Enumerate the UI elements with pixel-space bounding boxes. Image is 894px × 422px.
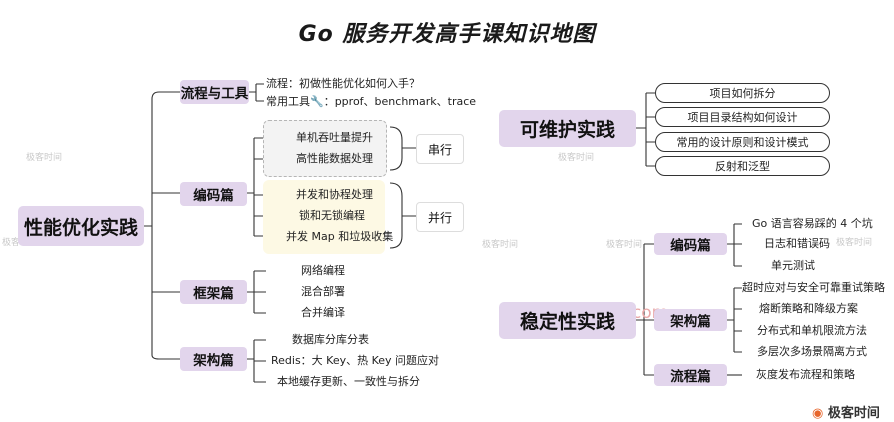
- connector-stable-root: [636, 243, 654, 376]
- watermark: 极客时间: [606, 240, 643, 250]
- watermark: 极客时间: [558, 153, 595, 163]
- leaf-stable-circuit: 熔断策略和降级方案: [759, 302, 858, 315]
- leaf-coding-concurrency: 并发和协程处理: [296, 188, 373, 201]
- connector-framework: [247, 270, 266, 314]
- branch-framework: 框架篇: [180, 280, 247, 304]
- leaf-coding-data: 高性能数据处理: [296, 152, 373, 165]
- leaf-tools-common: 常用工具🔧：pprof、benchmark、trace: [266, 95, 477, 108]
- leaf-framework-deploy: 混合部署: [301, 285, 345, 298]
- root-performance: 性能优化实践: [18, 206, 144, 246]
- connector-maintain: [636, 92, 655, 167]
- brand-logo: ◉ 极客时间: [812, 406, 880, 421]
- leaf-coding-throughput: 单机吞吐量提升: [296, 131, 373, 144]
- leaf-stable-go-pitfalls: Go 语言容易踩的 4 个坑: [752, 217, 873, 230]
- branch-architecture: 架构篇: [180, 347, 247, 371]
- leaf-tools-process: 流程：初做性能优化如何入手？: [266, 77, 420, 90]
- leaf-stable-logging: 日志和错误码: [764, 237, 830, 250]
- branch-tools: 流程与工具: [180, 80, 249, 104]
- bracket-parallel: [389, 182, 416, 249]
- root-maintainability: 可维护实践: [499, 110, 636, 147]
- serial-group-box: [263, 120, 387, 177]
- leaf-coding-map-gc: 并发 Map 和垃圾收集: [286, 230, 394, 243]
- leaf-arch-redis: Redis：大 Key、热 Key 问题应对: [271, 354, 440, 367]
- leaf-stable-isolation: 多层次多场景隔离方式: [757, 345, 867, 358]
- branch-coding: 编码篇: [180, 182, 247, 206]
- connector-tools: [249, 83, 264, 102]
- stable-branch-process: 流程篇: [654, 364, 727, 386]
- leaf-stable-ratelimit: 分布式和单机限流方法: [757, 324, 867, 337]
- bracket-serial: [389, 126, 416, 171]
- watermark: 极客时间: [26, 153, 63, 163]
- item-design-patterns: 常用的设计原则和设计模式: [655, 132, 830, 152]
- watermark: 极客时间: [836, 238, 873, 248]
- connector-stable-arch: [727, 287, 742, 353]
- watermark: 极客时间: [482, 240, 519, 250]
- leaf-arch-sharding: 数据库分库分表: [292, 333, 369, 346]
- leaf-stable-gray-release: 灰度发布流程和策略: [756, 368, 855, 381]
- stable-branch-coding: 编码篇: [654, 233, 727, 255]
- leaf-stable-retry: 超时应对与安全可靠重试策略: [742, 281, 885, 294]
- connector-left-root: [144, 91, 180, 360]
- item-reflection-generics: 反射和泛型: [655, 156, 830, 176]
- connector-stable-coding: [727, 223, 742, 267]
- parallel-group-box: [263, 180, 385, 254]
- item-project-split: 项目如何拆分: [655, 83, 830, 103]
- root-stability: 稳定性实践: [499, 302, 636, 339]
- brand-icon: ◉: [812, 406, 824, 421]
- page-title: Go 服务开发高手课知识地图: [298, 22, 596, 47]
- item-project-structure: 项目目录结构如何设计: [655, 107, 830, 127]
- tag-serial: 串行: [416, 134, 464, 164]
- leaf-framework-compile: 合并编译: [301, 306, 345, 319]
- leaf-arch-cache: 本地缓存更新、一致性与拆分: [277, 375, 420, 388]
- stable-branch-architecture: 架构篇: [654, 309, 727, 331]
- leaf-framework-network: 网络编程: [301, 264, 345, 277]
- leaf-coding-lock: 锁和无锁编程: [299, 209, 365, 222]
- connector-coding: [247, 137, 266, 237]
- connector-architecture: [247, 339, 266, 383]
- leaf-stable-unittest: 单元测试: [771, 259, 815, 272]
- tag-parallel: 并行: [416, 202, 464, 232]
